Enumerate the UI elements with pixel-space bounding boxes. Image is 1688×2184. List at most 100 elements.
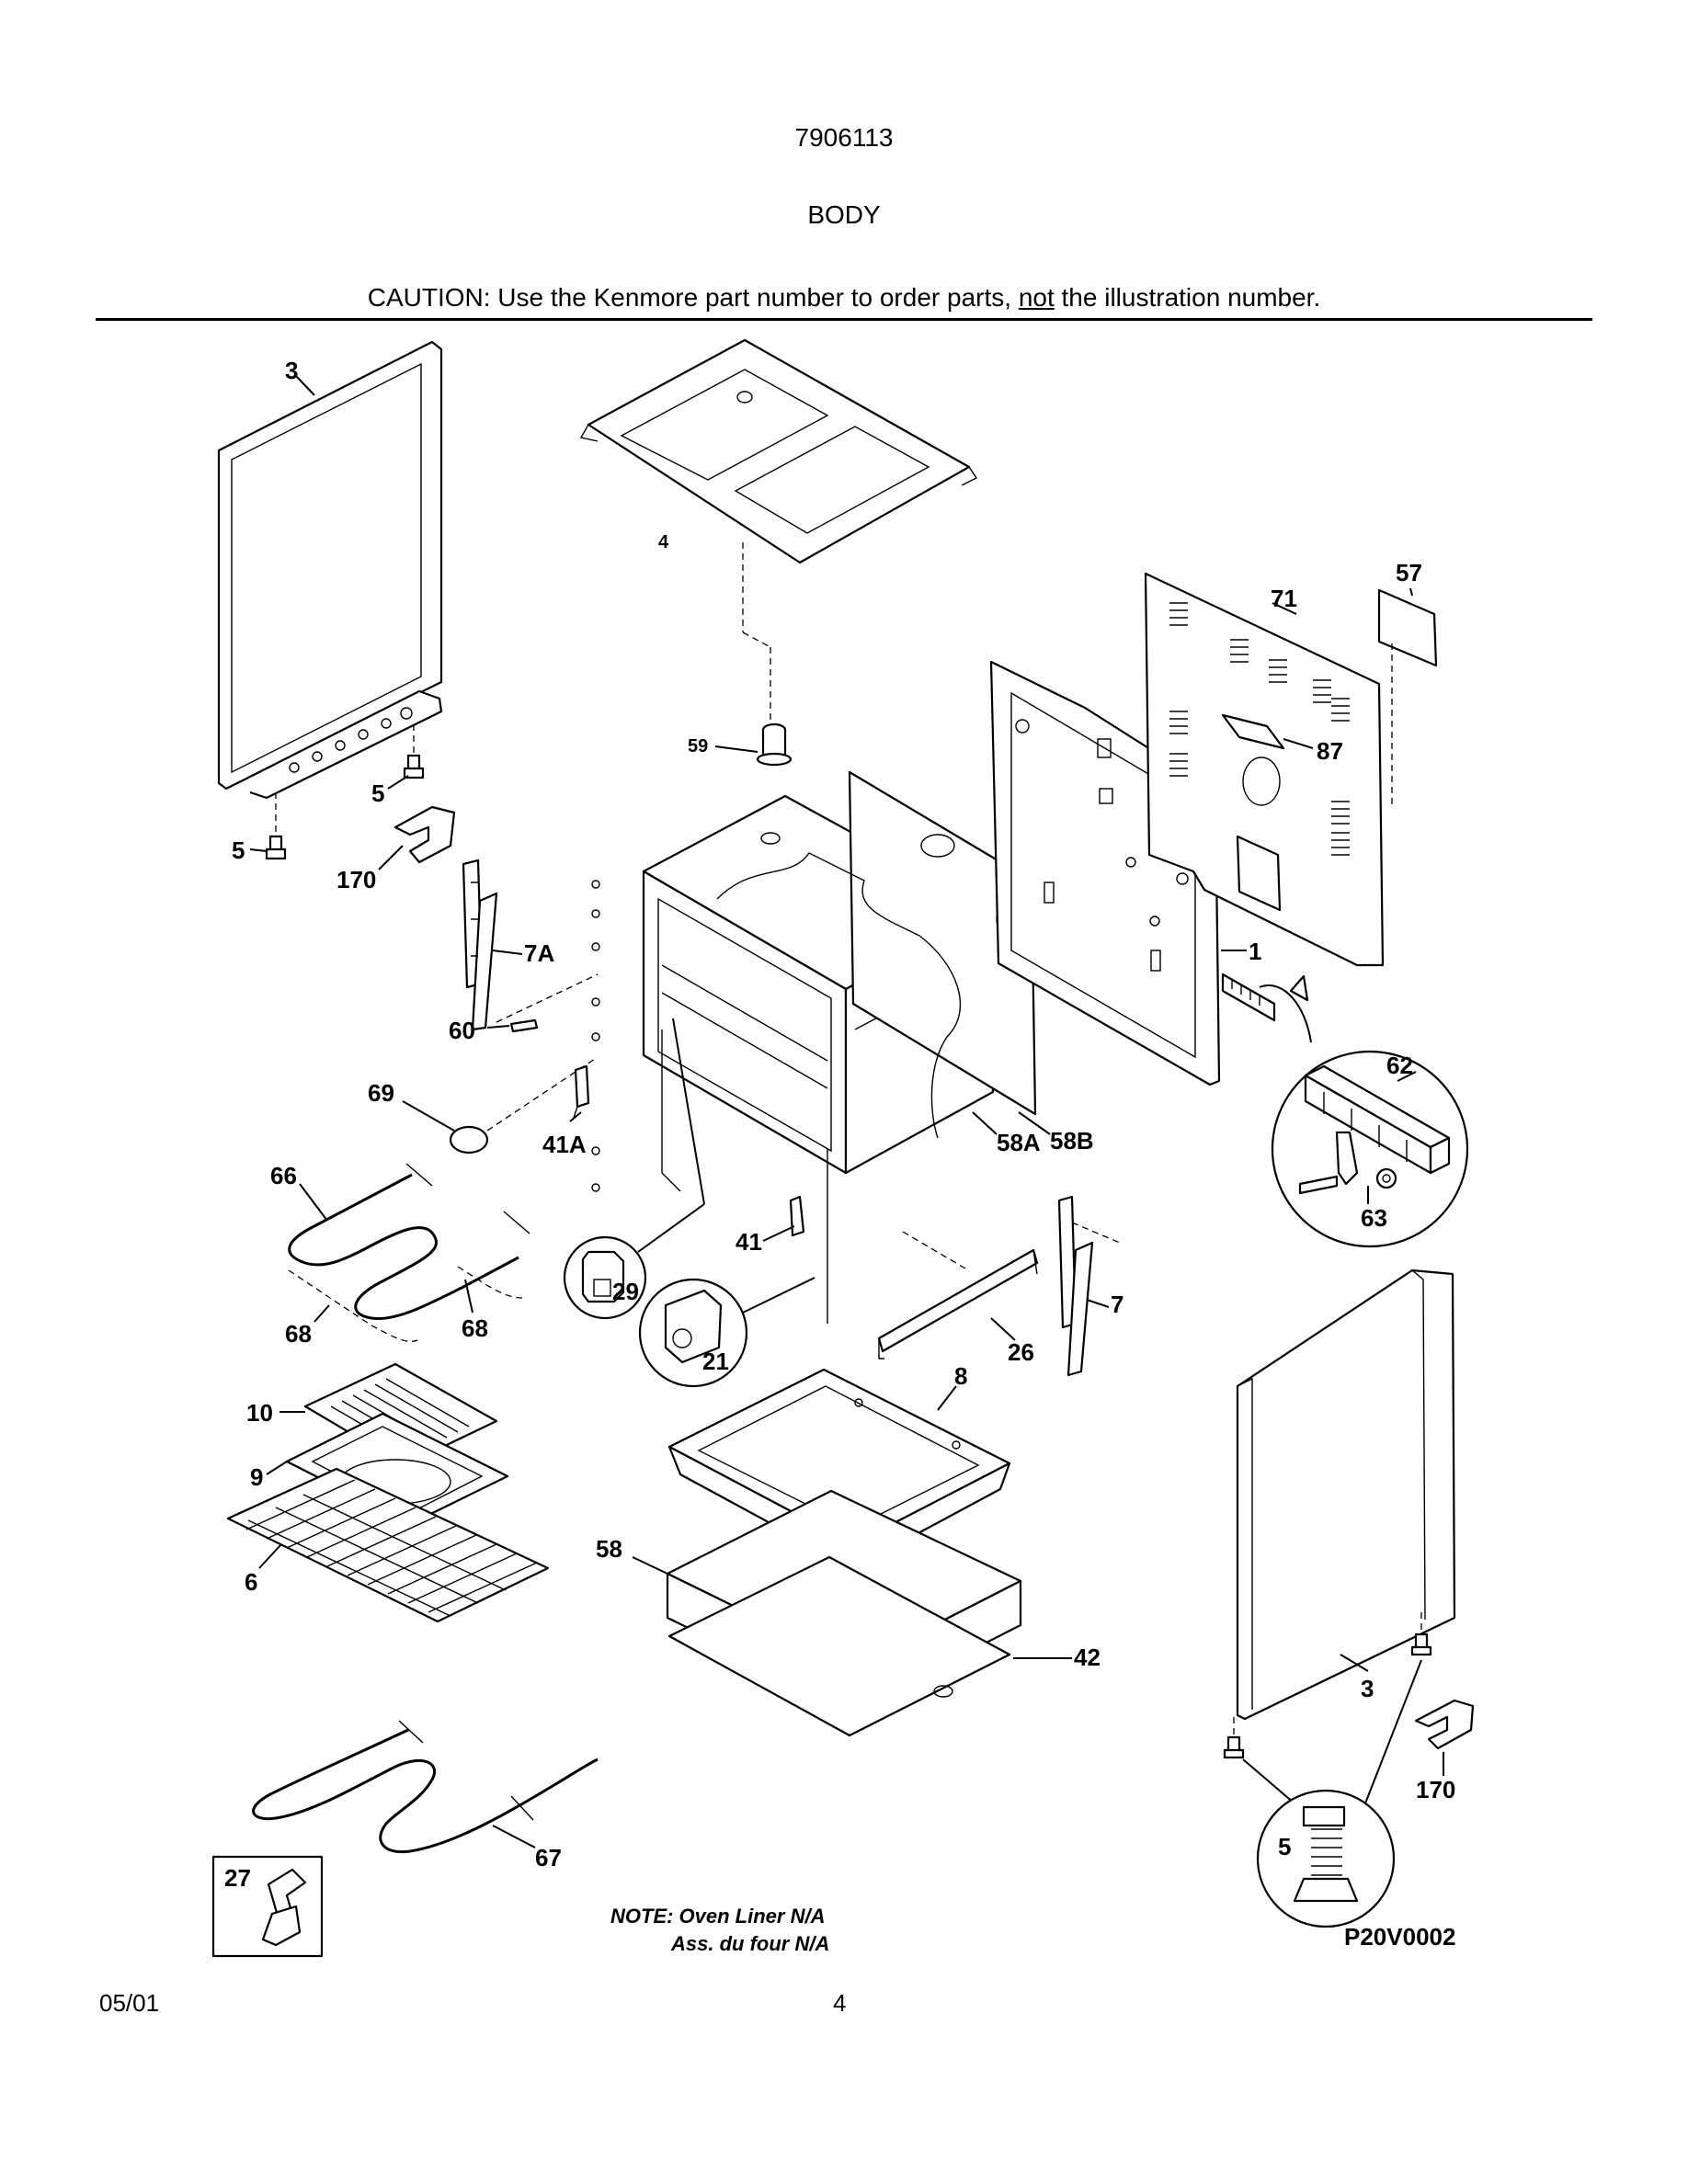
leader-dash-hinge: [496, 973, 599, 1023]
leader-58A: [972, 1111, 998, 1135]
callout-26: 26: [1008, 1338, 1034, 1366]
caution-line: CAUTION: Use the Kenmore part number to …: [0, 283, 1688, 313]
callout-69: 69: [368, 1079, 394, 1107]
callout-59: 59: [688, 736, 708, 756]
callout-7A: 7A: [524, 939, 554, 967]
leader-5-b: [249, 848, 268, 852]
leader-7A: [492, 950, 523, 955]
caution-emphasis: not: [1018, 283, 1055, 312]
callout-71: 71: [1271, 585, 1297, 612]
callout-3-right: 3: [1361, 1675, 1374, 1702]
model-number: 7906113: [794, 123, 894, 152]
leader-29-b: [672, 1018, 705, 1205]
leader-dash-7: [1071, 1222, 1121, 1244]
leader-58B: [1018, 1111, 1051, 1135]
leader-26: [990, 1317, 1016, 1341]
callout-10: 10: [246, 1399, 273, 1427]
callout-58A: 58A: [997, 1129, 1041, 1156]
leveling-leg-left-a: [403, 754, 425, 779]
drawer-bottom: [667, 1555, 1011, 1737]
caution-prefix: CAUTION: Use the Kenmore part number to …: [367, 283, 1019, 312]
callout-68-b: 68: [462, 1314, 488, 1342]
leader-58: [632, 1556, 668, 1575]
rear-cover-panel: [1144, 572, 1385, 967]
bake-element: [252, 1720, 599, 1854]
caution-suffix: the illustration number.: [1054, 283, 1321, 312]
callout-1: 1: [1249, 938, 1261, 965]
leader-62: [1397, 1071, 1417, 1082]
callout-58: 58: [596, 1535, 622, 1563]
leader-5-detail-a: [1354, 1659, 1422, 1830]
leveling-leg-left-b: [265, 835, 287, 860]
left-side-panel: [217, 340, 443, 800]
leveling-leg-detail: [1256, 1789, 1396, 1928]
leader-66: [299, 1183, 328, 1222]
detail-box-27: [211, 1855, 324, 1958]
callout-67: 67: [535, 1844, 562, 1871]
callout-62: 62: [1386, 1052, 1413, 1079]
cooktop-support-panel: [579, 338, 978, 564]
footer-date: 05/01: [99, 1989, 160, 2017]
broil-element: [288, 1163, 530, 1321]
terminal-block-detail: [1271, 1050, 1469, 1248]
leader-3-right: [1340, 1654, 1369, 1672]
leader-7: [1086, 1299, 1110, 1308]
callout-29: 29: [612, 1278, 639, 1305]
leader-9: [266, 1461, 288, 1475]
leader-87: [1283, 738, 1314, 749]
leader-5-detail-b: [1242, 1758, 1295, 1804]
leader-4-dash-b: [742, 631, 771, 648]
latch-bracket-right: [789, 1195, 805, 1237]
callout-6: 6: [245, 1568, 257, 1596]
leader-41A: [569, 1111, 582, 1122]
leader-8: [937, 1385, 957, 1411]
callout-5-b: 5: [232, 836, 245, 864]
leader-29: [637, 1203, 705, 1253]
detail-21: [638, 1278, 748, 1388]
diagram-code: P20V0002: [1344, 1923, 1456, 1951]
callout-41: 41: [736, 1228, 762, 1256]
callout-41A: 41A: [542, 1131, 587, 1158]
detail-29: [563, 1235, 647, 1320]
callout-170-left: 170: [336, 866, 376, 893]
leveling-leg-right-a: [1410, 1632, 1432, 1656]
leader-59: [714, 745, 758, 753]
callout-58B: 58B: [1050, 1127, 1094, 1155]
leader-68-b: [464, 1279, 473, 1314]
leader-68-a: [314, 1304, 330, 1323]
leader-69: [402, 1100, 455, 1132]
leader-67: [492, 1825, 536, 1848]
callout-8: 8: [954, 1362, 967, 1390]
callout-4: 4: [658, 532, 669, 552]
right-side-panel: [1236, 1268, 1456, 1721]
door-hinge-left: [462, 859, 498, 1031]
leader-60: [486, 1025, 510, 1029]
note-line-1: NOTE: Oven Liner N/A: [610, 1905, 826, 1928]
callout-170-right: 170: [1416, 1776, 1455, 1803]
terminal-block-strip: [1221, 973, 1276, 1022]
leveling-leg-right-b: [1223, 1735, 1245, 1759]
mounting-screws-left: [591, 880, 600, 1192]
latch-bracket-left: [573, 1064, 590, 1119]
element-wire-dash-b: [457, 1266, 523, 1299]
callout-66: 66: [270, 1162, 297, 1189]
section-title: BODY: [807, 200, 881, 229]
callout-9: 9: [250, 1463, 263, 1491]
callout-3-left: 3: [285, 357, 298, 384]
label-plate: [1377, 588, 1438, 667]
callout-42: 42: [1074, 1644, 1101, 1671]
callout-60: 60: [449, 1017, 475, 1044]
callout-87: 87: [1317, 737, 1343, 765]
oven-insulation: [716, 770, 1037, 1139]
callout-21: 21: [702, 1348, 729, 1375]
callout-57: 57: [1396, 559, 1422, 586]
oven-rack: [226, 1467, 550, 1623]
callout-27: 27: [224, 1864, 251, 1892]
leader-57: [1409, 587, 1413, 597]
light-lens: [449, 1125, 489, 1155]
note-line-2: Ass. du four N/A: [671, 1932, 830, 1955]
callout-5-detail: 5: [1278, 1833, 1291, 1860]
anti-tip-bracket-left: [393, 805, 456, 864]
callout-7: 7: [1111, 1291, 1123, 1318]
